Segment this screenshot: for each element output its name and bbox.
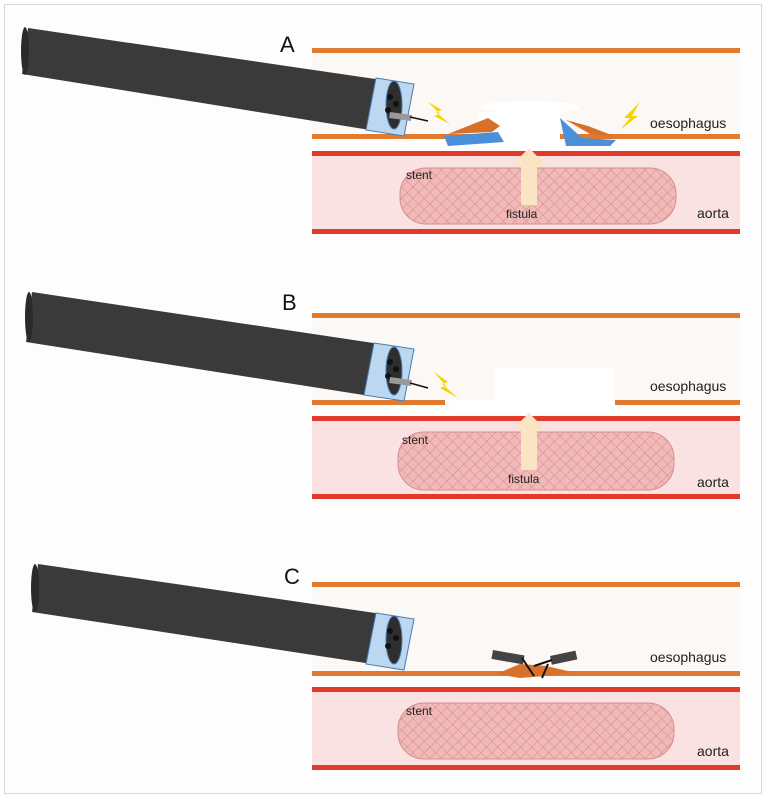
spark-icon (620, 102, 640, 130)
oesophagus-label: oesophagus (650, 649, 726, 665)
spark-icon (428, 102, 450, 124)
oesophagus-upper-wall (312, 582, 740, 587)
aorta-label: aorta (697, 474, 729, 490)
endoscope (21, 27, 429, 137)
defect-shadow (480, 101, 580, 113)
stent (399, 167, 677, 225)
oesophagus-upper-wall (312, 48, 740, 53)
aorta-label: aorta (697, 205, 729, 221)
stent-label: stent (406, 704, 433, 718)
oesophagus-lower-wall-right (615, 400, 740, 405)
oesophagus-label: oesophagus (650, 115, 726, 131)
fistula-label: fistula (508, 472, 540, 486)
fistula-arrow (512, 148, 546, 205)
aorta-lower-wall (312, 765, 740, 770)
knife-tip (389, 377, 412, 387)
stent (397, 702, 675, 760)
clip-icon (491, 650, 578, 679)
panel-a: A (21, 27, 740, 234)
closed-tissue (496, 664, 572, 678)
right-tissue (566, 120, 614, 136)
knife-tip (389, 112, 412, 122)
oesophagus-lower-wall-left (312, 400, 445, 405)
resection-defect (494, 368, 614, 412)
aorta-lower-wall (312, 229, 740, 234)
stent-label: stent (402, 433, 429, 447)
oesophagus-upper-wall (312, 313, 740, 318)
right-mucosal-flap (560, 118, 616, 146)
fistula-arrow (512, 413, 546, 470)
aorta-lower-wall (312, 494, 740, 499)
aorta-label: aorta (697, 743, 729, 759)
aorta-upper-wall (312, 687, 740, 692)
panel-b: B oesophagus aorta stent fistula (25, 290, 740, 499)
left-tissue (448, 118, 500, 134)
left-mucosal-flap (444, 132, 504, 146)
fistula-label: fistula (506, 207, 538, 221)
endoscope (31, 564, 415, 671)
spark-icon (434, 372, 458, 398)
panel-c: C oesophagus aorta stent (31, 564, 740, 770)
panel-letter-c: C (284, 564, 300, 589)
endoscope (25, 292, 429, 402)
resection-edge (446, 400, 496, 412)
panel-letter-b: B (282, 290, 297, 315)
oesophagus-label: oesophagus (650, 378, 726, 394)
panel-letter-a: A (280, 32, 295, 57)
stent-label: stent (406, 168, 433, 182)
